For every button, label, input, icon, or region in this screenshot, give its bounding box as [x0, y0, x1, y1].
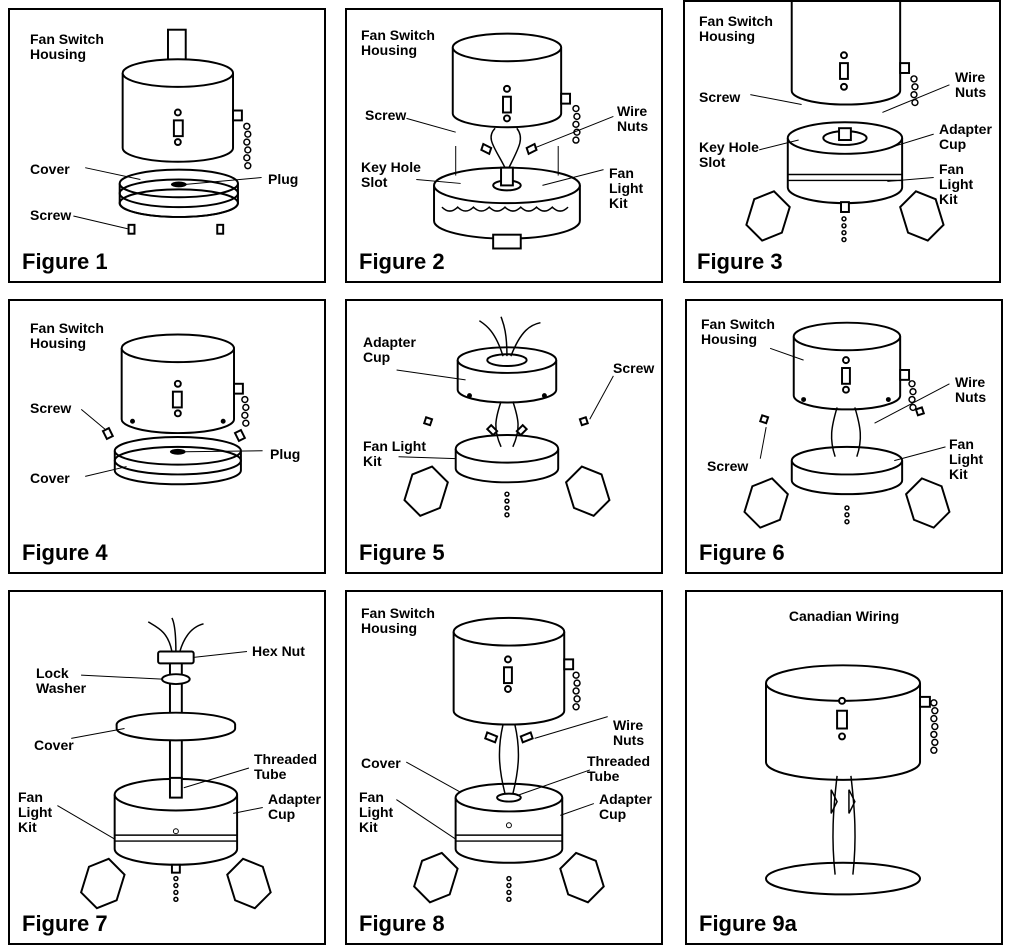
label-screw: Screw — [613, 360, 655, 376]
label-hex-nut: Hex Nut — [252, 643, 305, 659]
label-cover: Cover — [361, 755, 401, 771]
figure-5-diagram — [396, 316, 614, 518]
label-plug: Plug — [268, 171, 299, 187]
figure-3-diagram — [745, 2, 950, 243]
figure-caption: Figure 5 — [359, 540, 445, 565]
figure-1-diagram — [73, 28, 262, 235]
figure-caption: Figure 8 — [359, 911, 445, 936]
label-plug: Plug — [270, 446, 301, 462]
label-screw: Screw — [30, 207, 72, 223]
label-screw: Screw — [699, 89, 741, 105]
label-cover: Cover — [30, 161, 70, 177]
figure-7-diagram — [57, 617, 272, 910]
figure-caption: Figure 2 — [359, 249, 445, 274]
label-screw: Screw — [30, 400, 72, 416]
diagram-title: Canadian Wiring — [788, 608, 900, 624]
figure-caption: Figure 9a — [699, 911, 797, 936]
figure-9a-diagram — [765, 664, 939, 896]
label-screw: Screw — [707, 458, 749, 474]
figure-caption: Figure 1 — [22, 249, 108, 274]
figure-caption: Figure 3 — [697, 249, 783, 274]
figure-4-diagram — [80, 333, 263, 486]
figure-9a-panel: Canadian Wiring Figure 9a — [685, 590, 1003, 945]
label-cover: Cover — [30, 470, 70, 486]
figure-caption: Figure 7 — [22, 911, 108, 936]
label-cover: Cover — [34, 737, 74, 753]
figure-caption: Figure 4 — [22, 540, 108, 565]
figure-caption: Figure 6 — [699, 540, 785, 565]
label-screw: Screw — [365, 107, 407, 123]
figure-6-diagram — [743, 321, 951, 529]
figure-8-diagram — [396, 616, 608, 904]
figure-2-diagram — [406, 32, 614, 250]
